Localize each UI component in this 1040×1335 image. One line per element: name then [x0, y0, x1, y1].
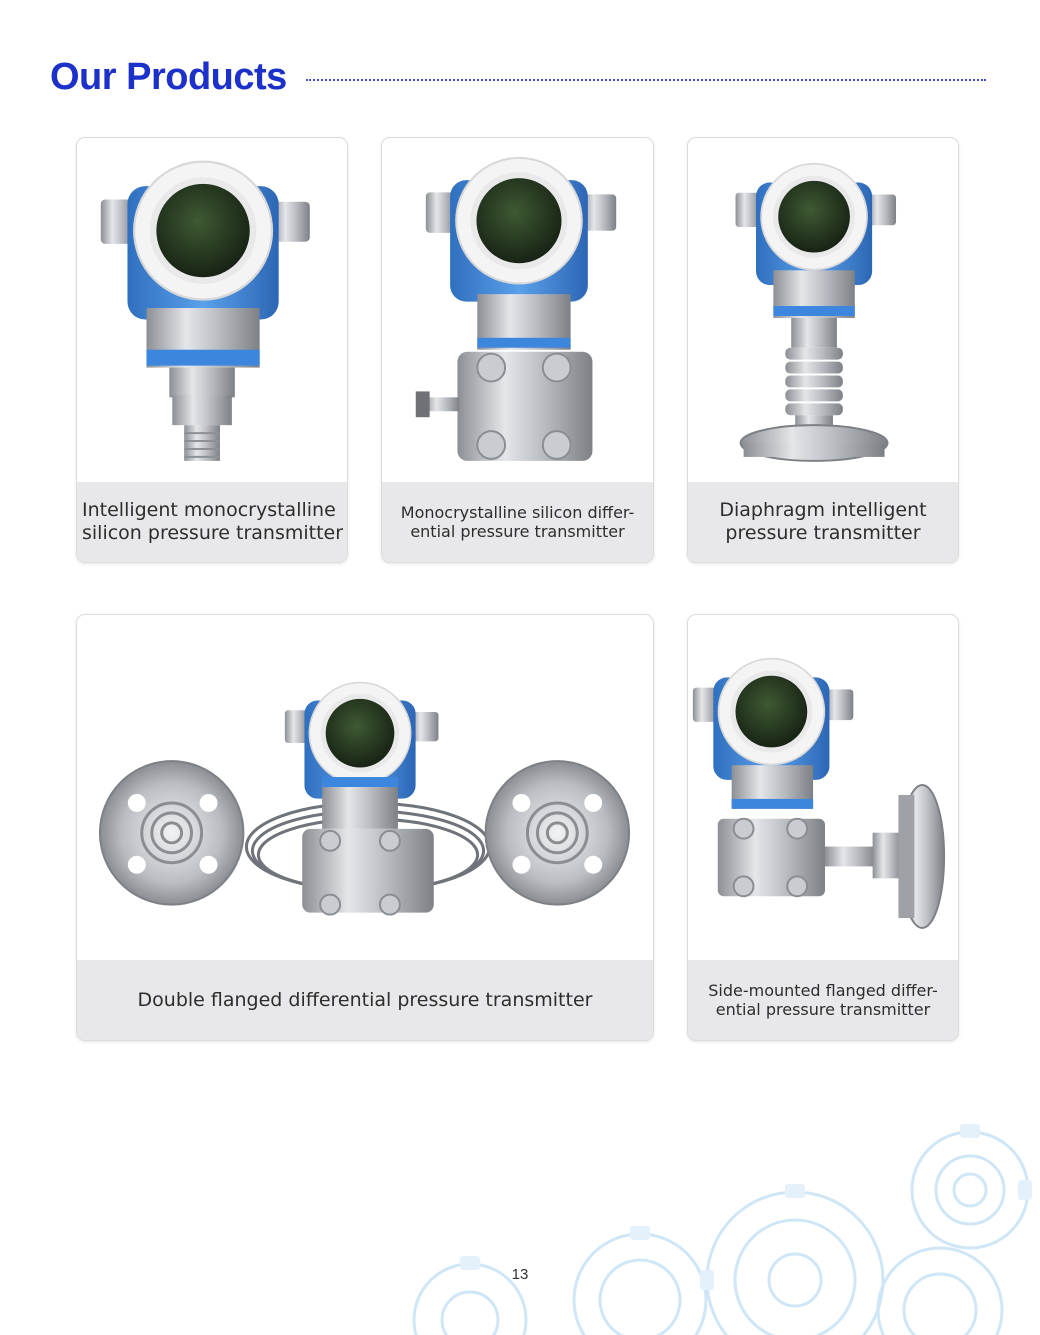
pressure-transmitter-icon: [77, 138, 347, 484]
diaphragm-transmitter-icon: [688, 138, 958, 484]
product-caption: Diaphragm intelligent pressure transmitt…: [688, 482, 958, 562]
product-card-2[interactable]: Monocrystalline silicon differ- ential p…: [381, 137, 654, 563]
product-caption: Double flanged differential pressure tra…: [77, 960, 653, 1040]
page-number: 13: [511, 1266, 529, 1283]
page-title: Our Products: [50, 56, 287, 98]
gears-watermark-icon: [400, 1120, 1040, 1335]
differential-pressure-transmitter-icon: [382, 138, 653, 484]
product-card-1[interactable]: Intelligent monocrystalline silicon pres…: [76, 137, 348, 563]
product-caption: Side-mounted flanged differ- ential pres…: [688, 960, 958, 1040]
product-card-4[interactable]: Double flanged differential pressure tra…: [76, 614, 654, 1041]
product-card-5[interactable]: Side-mounted flanged differ- ential pres…: [687, 614, 959, 1041]
product-card-3[interactable]: Diaphragm intelligent pressure transmitt…: [687, 137, 959, 563]
side-mounted-flanged-transmitter-icon: [688, 615, 958, 962]
title-dotted-rule: [306, 79, 986, 81]
product-caption: Monocrystalline silicon differ- ential p…: [382, 482, 653, 562]
product-caption: Intelligent monocrystalline silicon pres…: [77, 482, 347, 562]
double-flanged-transmitter-icon: [77, 615, 653, 962]
